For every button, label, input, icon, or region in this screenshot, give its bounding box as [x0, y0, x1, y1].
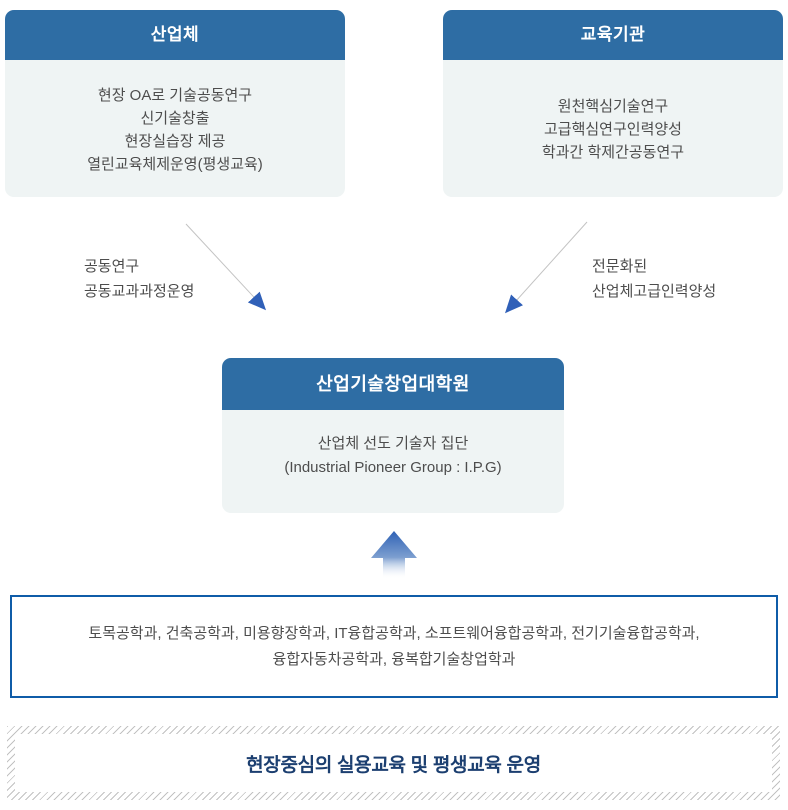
industry-box: 산업체 현장 OA로 기술공동연구 신기술창출 현장실습장 제공 열린교육체제운… — [5, 10, 345, 197]
education-line: 원천핵심기술연구 — [557, 98, 669, 115]
bottom-banner: 현장중심의 실용교육 및 평생교육 운영 — [7, 726, 780, 800]
departments-box: 토목공학과, 건축공학과, 미용향장학과, IT융합공학과, 소프트웨어융합공학… — [10, 595, 778, 698]
industry-box-title: 산업체 — [5, 10, 345, 60]
departments-line: 토목공학과, 건축공학과, 미용향장학과, IT융합공학과, 소프트웨어융합공학… — [88, 624, 700, 642]
graduate-school-box-title: 산업기술창업대학원 — [222, 358, 564, 410]
education-box-body: 원천핵심기술연구 고급핵심연구인력양성 학과간 학제간공동연구 — [443, 60, 783, 164]
up-arrow-icon — [371, 531, 417, 579]
bottom-banner-inner: 현장중심의 실용교육 및 평생교육 운영 — [15, 734, 772, 792]
left-arrow-label-line: 공동교과과정운영 — [84, 283, 195, 300]
industry-line: 현장실습장 제공 — [124, 133, 226, 150]
left-arrow-label-line: 공동연구 — [84, 258, 140, 275]
bottom-banner-text: 현장중심의 실용교육 및 평생교육 운영 — [246, 754, 541, 776]
right-arrow-label-line: 전문화된 — [592, 258, 648, 275]
right-arrow-label: 전문화된 산업체고급인력양성 — [592, 254, 716, 304]
industry-line: 열린교육체제운영(평생교육) — [87, 156, 263, 173]
right-arrow-label-line: 산업체고급인력양성 — [592, 283, 717, 300]
graduate-school-line: 산업체 선도 기술자 집단 — [317, 435, 469, 452]
graduate-school-box-body: 산업체 선도 기술자 집단 (Industrial Pioneer Group … — [222, 410, 564, 480]
left-down-arrow-icon — [185, 223, 267, 311]
education-line: 고급핵심연구인력양성 — [543, 121, 682, 138]
industry-line: 신기술창출 — [140, 110, 210, 127]
education-box-title: 교육기관 — [443, 10, 783, 60]
left-arrow-label: 공동연구 공동교과과정운영 — [84, 254, 194, 304]
graduate-school-box: 산업기술창업대학원 산업체 선도 기술자 집단 (Industrial Pion… — [222, 358, 564, 513]
graduate-school-line: (Industrial Pioneer Group : I.P.G) — [284, 459, 502, 476]
industry-line: 현장 OA로 기술공동연구 — [97, 87, 253, 104]
education-line: 학과간 학제간공동연구 — [541, 144, 685, 161]
industry-box-body: 현장 OA로 기술공동연구 신기술창출 현장실습장 제공 열린교육체제운영(평생… — [5, 60, 345, 176]
education-box: 교육기관 원천핵심기술연구 고급핵심연구인력양성 학과간 학제간공동연구 — [443, 10, 783, 197]
departments-line: 융합자동차공학과, 융복합기술창업학과 — [272, 650, 516, 668]
right-down-arrow-icon — [504, 221, 588, 314]
